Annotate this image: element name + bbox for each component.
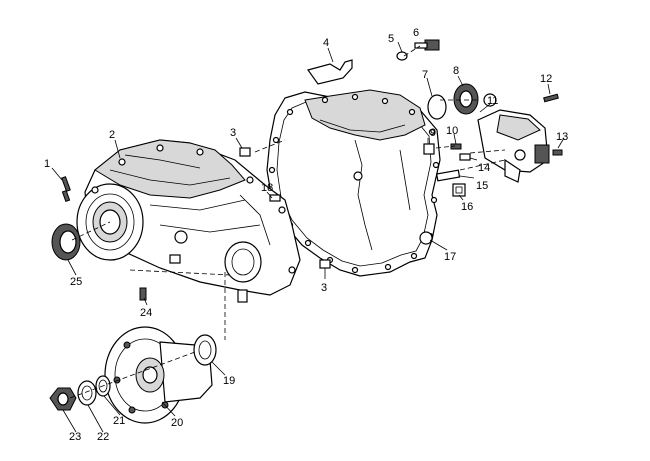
callout-6: 6: [413, 27, 419, 39]
callout-18: 18: [261, 182, 273, 194]
callout-20: 20: [171, 417, 183, 429]
callout-21: 21: [113, 415, 125, 427]
bolt-13: [552, 149, 563, 156]
front-case-housing: [76, 139, 301, 303]
seal-25: [51, 223, 81, 261]
bolt-12: [543, 93, 559, 103]
seal-8: [453, 83, 479, 115]
callout-11: 11: [487, 95, 498, 107]
callout-10: 10: [446, 125, 458, 137]
vent-18: [269, 194, 281, 202]
callout-25: 25: [70, 276, 82, 288]
callout-9: 9: [430, 127, 436, 139]
callout-2: 2: [109, 129, 115, 141]
plug-9: [423, 143, 435, 155]
nut-and-washers: [49, 375, 111, 411]
sensor-6: [414, 39, 440, 51]
clip-14: [459, 153, 471, 161]
ring-7: [427, 94, 447, 120]
bolt-1: [61, 176, 71, 203]
callout-14: 14: [478, 162, 490, 174]
plug-16: [452, 183, 466, 197]
callout-23: 23: [69, 431, 81, 443]
output-flange: [104, 326, 213, 424]
callout-12: 12: [540, 73, 552, 85]
leader-lines: [51, 41, 565, 433]
callout-17: 17: [444, 251, 456, 263]
dowel-pin-3a: [239, 147, 251, 157]
callout-3-upper: 3: [230, 127, 236, 139]
callout-3-lower: 3: [321, 282, 327, 294]
callout-7: 7: [422, 69, 428, 81]
callout-22: 22: [97, 431, 109, 443]
callout-16: 16: [461, 201, 473, 213]
callout-labels: 1 2 3 3 4 5 6 7 8 9 10 11 12 13 14 15 16…: [44, 27, 568, 443]
shift-motor-11: [477, 93, 550, 183]
clip-5: [396, 51, 408, 61]
callout-1: 1: [44, 158, 50, 170]
callout-24: 24: [140, 307, 152, 319]
seal-19: [193, 334, 217, 366]
callout-4: 4: [323, 37, 329, 49]
bracket-4: [307, 59, 353, 85]
bracket-15: [435, 169, 461, 182]
callout-19: 19: [223, 375, 235, 387]
callout-8: 8: [453, 65, 459, 77]
callout-5: 5: [388, 33, 394, 45]
callout-13: 13: [556, 131, 568, 143]
dowel-pin-3b: [319, 259, 331, 269]
stud-24: [139, 287, 147, 301]
callout-15: 15: [476, 180, 488, 192]
